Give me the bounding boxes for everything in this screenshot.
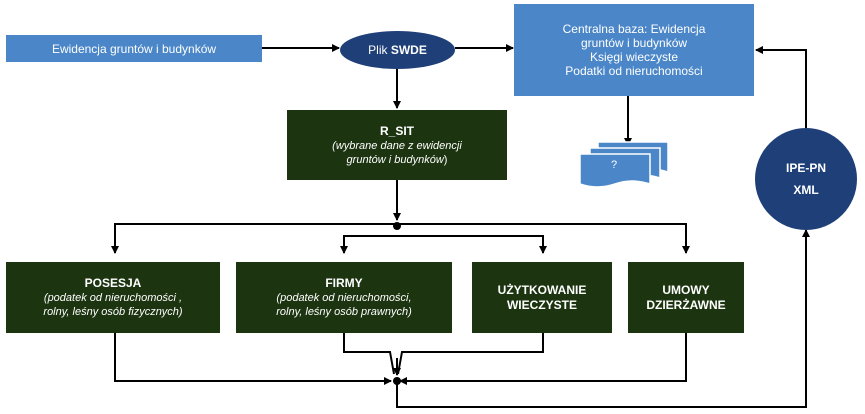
- collect-umowy: [402, 333, 687, 382]
- distribution-junction: [393, 222, 401, 230]
- posesja-sub-1: (podatek od nieruchomości ,: [43, 292, 183, 304]
- collect-uzytkowanie: [397, 333, 544, 375]
- rsit-title: R_SIT: [379, 123, 414, 138]
- uzytkowanie-line-2: WIECZYSTE: [506, 297, 577, 312]
- umowy-line-1: UMOWY: [662, 282, 710, 297]
- collection-junction: [393, 377, 401, 385]
- ipe-pn-ellipse: IPE-PN XML: [755, 128, 857, 230]
- firmy-title: FIRMY: [325, 276, 363, 290]
- firmy-sub-1: (podatek od nieruchomości,: [276, 292, 412, 304]
- umowy-line-2: DZIERŻAWNE: [646, 297, 726, 312]
- document-stack-icon: [579, 141, 669, 188]
- swde-label: Plik SWDE: [368, 43, 427, 57]
- rsit-box: R_SIT (wybrane dane z ewidencji gruntów …: [287, 110, 507, 180]
- central-line-2: gruntów i budynków: [580, 36, 688, 50]
- ipe-line-2: XML: [793, 183, 819, 197]
- firmy-sub-2: rolny, leśny osób prawnych): [276, 306, 412, 318]
- source-box: Ewidencja gruntów i budynków: [6, 35, 262, 62]
- central-line-1: Centralna baza: Ewidencja: [562, 22, 706, 36]
- rsit-subtitle-2: gruntów i budynków): [346, 153, 448, 166]
- central-line-4: Podatki od nieruchomości: [565, 64, 703, 78]
- posesja-box: POSESJA (podatek od nieruchomości , roln…: [6, 262, 220, 333]
- branch-outer: [114, 223, 687, 252]
- rsit-subtitle-1: (wybrane dane z ewidencji: [332, 139, 462, 152]
- firmy-box: FIRMY (podatek od nieruchomości, rolny, …: [236, 262, 452, 333]
- collect-firmy: [343, 333, 395, 375]
- posesja-sub-2: rolny, leśny osób fizycznych): [43, 306, 183, 318]
- swde-ellipse: Plik SWDE: [340, 31, 455, 69]
- central-line-3: Księgi wieczyste: [589, 50, 679, 64]
- ipe-line-1: IPE-PN: [785, 161, 826, 175]
- branch-inner: [343, 235, 544, 252]
- central-base-box: Centralna baza: Ewidencja gruntów i budy…: [514, 4, 754, 96]
- source-box-label: Ewidencja gruntów i budynków: [51, 41, 217, 56]
- ipe-to-central: [760, 49, 807, 128]
- return-path: [396, 231, 807, 408]
- uzytkowanie-box: UŻYTKOWANIE WIECZYSTE: [472, 262, 612, 333]
- collect-posesja: [114, 333, 388, 382]
- document-stack-label: ?: [610, 159, 618, 171]
- uzytkowanie-line-1: UŻYTKOWANIE: [497, 282, 587, 297]
- umowy-box: UMOWY DZIERŻAWNE: [628, 262, 744, 333]
- posesja-title: POSESJA: [84, 276, 142, 290]
